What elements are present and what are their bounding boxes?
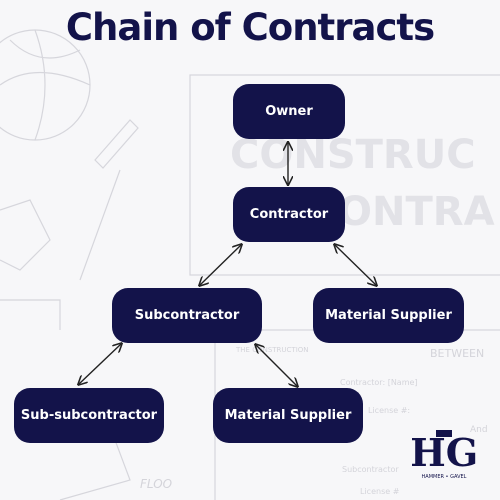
- arrow-subcontractor-material-supplier: [256, 345, 297, 386]
- logo-tagline: HAMMER • GAVEL: [422, 474, 467, 480]
- bg-pencil-sketch: [79, 119, 139, 281]
- bg-text-floor: FLOO: [140, 477, 172, 491]
- node-subcontractor: Subcontractor: [112, 288, 262, 343]
- node-contractor: Contractor: [233, 187, 345, 242]
- bg-text-and: And: [470, 425, 488, 435]
- node-owner: Owner: [233, 84, 345, 139]
- node-sub-subcontractor: Sub-subcontractor: [14, 388, 164, 443]
- bg-text-subcontractor: Subcontractor: [342, 465, 399, 474]
- bg-line-sketch: [0, 299, 61, 330]
- page-title: Chain of Contracts: [65, 6, 435, 49]
- node-material-supplier-2: Material Supplier: [213, 388, 363, 443]
- arrow-contractor-subcontractor: [200, 245, 241, 285]
- arrow-subcontractor-sub-subcontractor: [79, 344, 121, 384]
- bg-text-license-2: License #: [360, 487, 400, 496]
- bg-text-construction: CONSTRUC: [230, 132, 476, 178]
- bg-text-license: License #:: [368, 406, 410, 415]
- bg-text-contractor-name: Contractor: [Name]: [340, 378, 418, 387]
- bg-text-between: BETWEEN: [430, 347, 484, 360]
- bg-globe-lines: [0, 29, 91, 141]
- logo-letters: HG: [412, 430, 476, 475]
- bg-text-contract: ONTRA: [338, 189, 495, 235]
- logo-hammer-head: [436, 430, 452, 437]
- node-material-supplier-1: Material Supplier: [313, 288, 464, 343]
- hammer-gavel-logo: HG HAMMER • GAVEL: [412, 430, 476, 480]
- arrow-contractor-material-supplier: [335, 245, 376, 285]
